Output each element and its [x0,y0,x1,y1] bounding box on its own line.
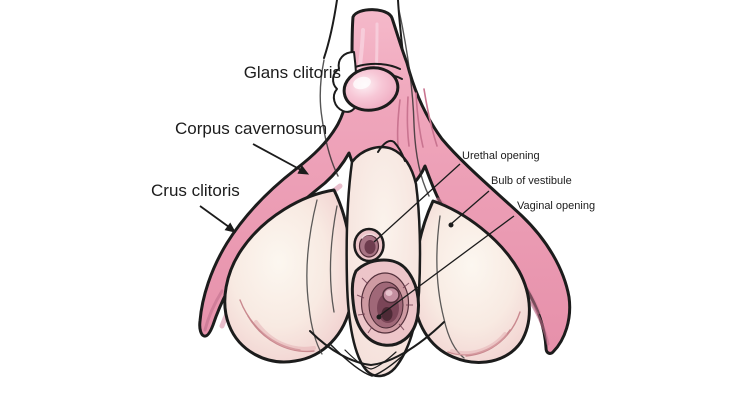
urethral-leader-line [373,163,461,243]
bulb-of-vestibule-left [223,188,355,364]
label-bulb-of-vestibule: Bulb of vestibule [491,175,572,187]
vestibule-top-notch [377,139,406,162]
corpus-leader-arrowhead [297,165,310,175]
corpus-leader-line [252,143,302,171]
label-corpus-cavernosum: Corpus cavernosum [175,119,328,138]
glans-shape [342,66,400,112]
bulb-sketch-lines [239,199,521,359]
crus-leader-arrowhead [224,222,236,233]
label-crus-clitoris: Crus clitoris [151,181,240,200]
bulb-leader-line [450,190,490,225]
label-vaginal-opening: Vaginal opening [517,200,596,212]
leader-lines [199,143,515,320]
bulb-leader-dot [448,222,454,228]
label-glans-clitoris: Glans clitoris [243,63,341,82]
label-urethral-opening: Urethal opening [462,150,540,162]
vaginal-leader-line [378,215,515,317]
vaginal-leader-dot [376,314,382,320]
shaft-hatching [396,88,438,148]
glans-highlight [353,76,371,90]
crus-leader-line [199,205,230,228]
interior-sketch-lines [319,9,430,197]
perineum-sketch-lines [309,321,445,377]
vaginal-opening-shape [350,258,420,347]
urethral-opening-shape [353,227,385,263]
